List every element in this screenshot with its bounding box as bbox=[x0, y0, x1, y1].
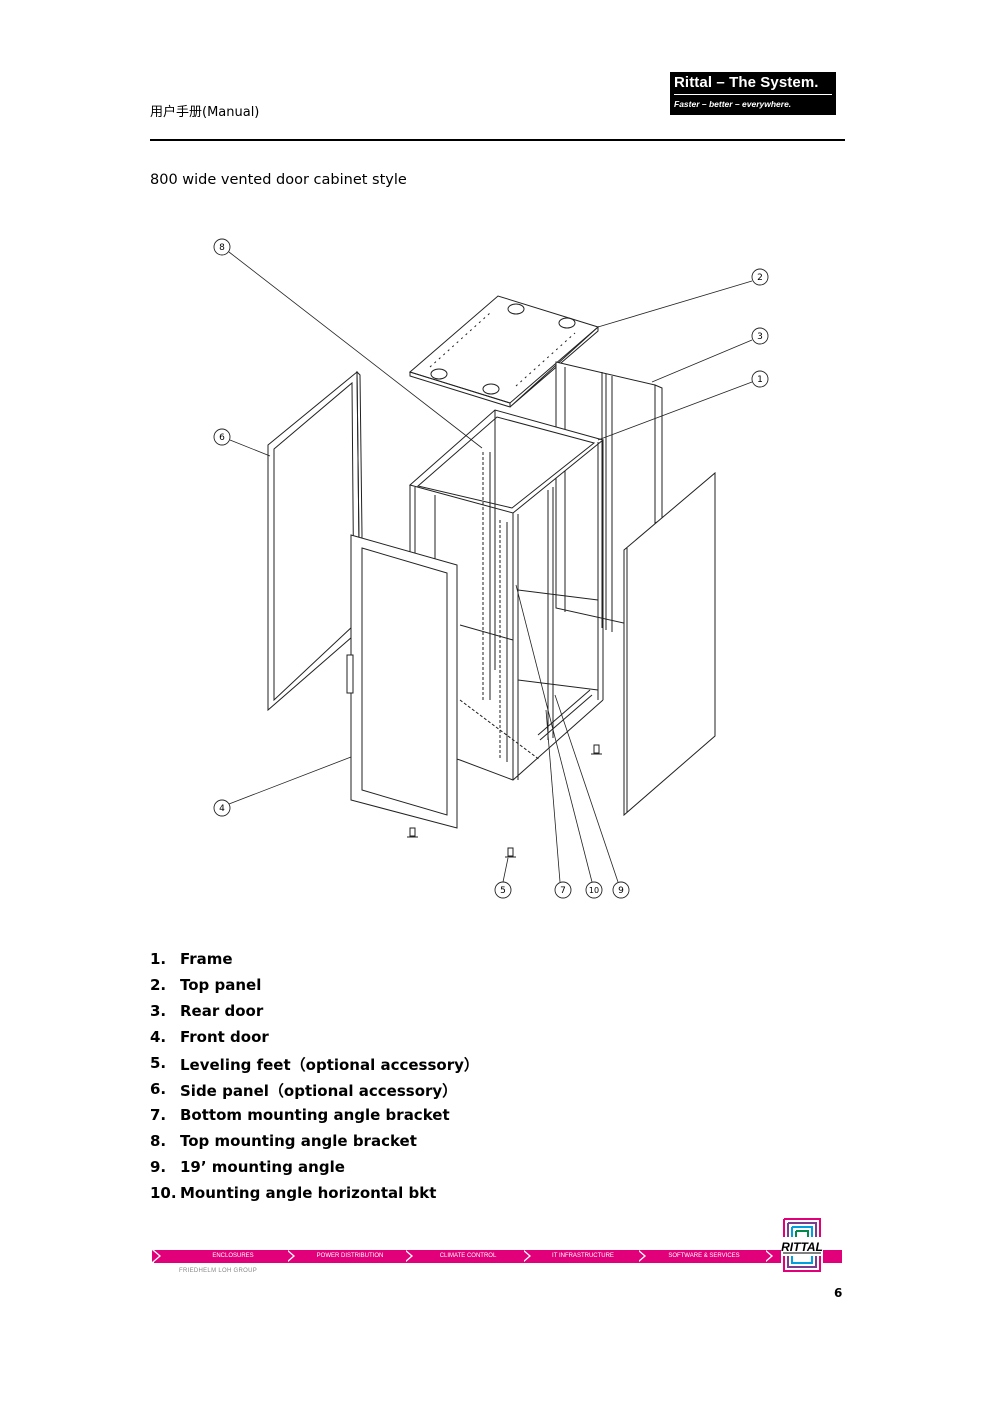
footer-segment: POWER DISTRIBUTION bbox=[316, 1253, 384, 1259]
callout-label: 9 bbox=[618, 886, 624, 896]
item-number: 10. bbox=[150, 1184, 177, 1202]
item-number: 7. bbox=[150, 1106, 167, 1124]
callout-4 bbox=[213, 799, 231, 817]
callout-2 bbox=[751, 268, 769, 286]
chevron-cut bbox=[637, 1250, 644, 1262]
page-number: 6 bbox=[834, 1286, 843, 1300]
chevron-cut bbox=[404, 1250, 411, 1262]
top-panel-drawing bbox=[408, 295, 600, 408]
callout-label: 1 bbox=[757, 375, 763, 385]
item-number: 6. bbox=[150, 1080, 167, 1098]
item-label: Frame bbox=[180, 950, 233, 968]
rittal-brand-logo: RITTAL bbox=[781, 1216, 823, 1274]
logo-divider bbox=[674, 94, 832, 95]
footer-group-name: FRIEDHELM LOH GROUP bbox=[179, 1268, 258, 1274]
callout-3 bbox=[751, 327, 769, 345]
logo-tagline-secondary: Faster – better – everywhere. bbox=[674, 99, 792, 109]
callout-5 bbox=[494, 881, 512, 899]
manual-header-title: 用户手册(Manual) bbox=[150, 105, 260, 120]
item-number: 8. bbox=[150, 1132, 167, 1150]
item-number: 1. bbox=[150, 950, 167, 968]
callout-8 bbox=[213, 238, 231, 256]
chevron-cut bbox=[522, 1250, 529, 1262]
cabinet-exploded-diagram: 1 2 3 4 5 6 7 8 9 10 bbox=[213, 238, 769, 899]
header-divider bbox=[150, 139, 845, 141]
item-label: Top mounting angle bracket bbox=[180, 1132, 417, 1150]
item-number: 2. bbox=[150, 976, 167, 994]
leveling-feet-drawing bbox=[407, 744, 602, 858]
item-label: Mounting angle horizontal bkt bbox=[180, 1184, 437, 1202]
callout-6 bbox=[213, 428, 231, 446]
chevron-cut bbox=[286, 1250, 293, 1262]
rittal-system-logo: Rittal – The System. Faster – better – e… bbox=[670, 72, 836, 115]
chevron-cut bbox=[764, 1250, 771, 1262]
callout-circles bbox=[213, 238, 769, 899]
callout-label: 2 bbox=[757, 273, 763, 283]
item-label: 19’ mounting angle bbox=[180, 1158, 345, 1176]
item-label: Side panel（optional accessory） bbox=[180, 1082, 458, 1100]
item-number: 9. bbox=[150, 1158, 167, 1176]
callout-1 bbox=[751, 370, 769, 388]
item-label: Leveling feet（optional accessory） bbox=[180, 1056, 479, 1074]
section-title: 800 wide vented door cabinet style bbox=[150, 172, 407, 188]
callout-label: 8 bbox=[219, 243, 225, 253]
side-panel-right-drawing bbox=[623, 471, 716, 817]
callout-leader-lines bbox=[228, 251, 753, 883]
item-number: 3. bbox=[150, 1002, 167, 1020]
footer-segment: ENCLOSURES bbox=[212, 1253, 254, 1259]
front-door-drawing bbox=[346, 534, 458, 829]
item-label: Front door bbox=[180, 1028, 269, 1046]
callout-label: 10 bbox=[589, 886, 599, 895]
callout-label: 3 bbox=[757, 332, 763, 342]
callout-label: 5 bbox=[500, 886, 506, 896]
callout-label: 4 bbox=[219, 804, 225, 814]
item-label: Rear door bbox=[180, 1002, 264, 1020]
callout-10 bbox=[585, 881, 603, 899]
brand-label: RITTAL bbox=[781, 1240, 823, 1254]
item-number: 4. bbox=[150, 1028, 167, 1046]
chevron-cut bbox=[152, 1250, 159, 1262]
footer-segment: CLIMATE CONTROL bbox=[439, 1253, 497, 1259]
footer-segment: SOFTWARE & SERVICES bbox=[668, 1253, 740, 1259]
footer-category-bar: ENCLOSURES POWER DISTRIBUTION CLIMATE CO… bbox=[152, 1250, 842, 1263]
callout-label: 6 bbox=[219, 433, 225, 443]
logo-tagline-primary: Rittal – The System. bbox=[674, 74, 819, 91]
frame-drawing bbox=[408, 409, 605, 781]
footer-segment: IT INFRASTRUCTURE bbox=[552, 1253, 614, 1259]
item-label: Bottom mounting angle bracket bbox=[180, 1106, 450, 1124]
callout-label: 7 bbox=[560, 886, 566, 896]
item-label: Top panel bbox=[180, 976, 262, 994]
callout-9 bbox=[612, 881, 630, 899]
item-number: 5. bbox=[150, 1054, 167, 1072]
callout-7 bbox=[554, 881, 572, 899]
